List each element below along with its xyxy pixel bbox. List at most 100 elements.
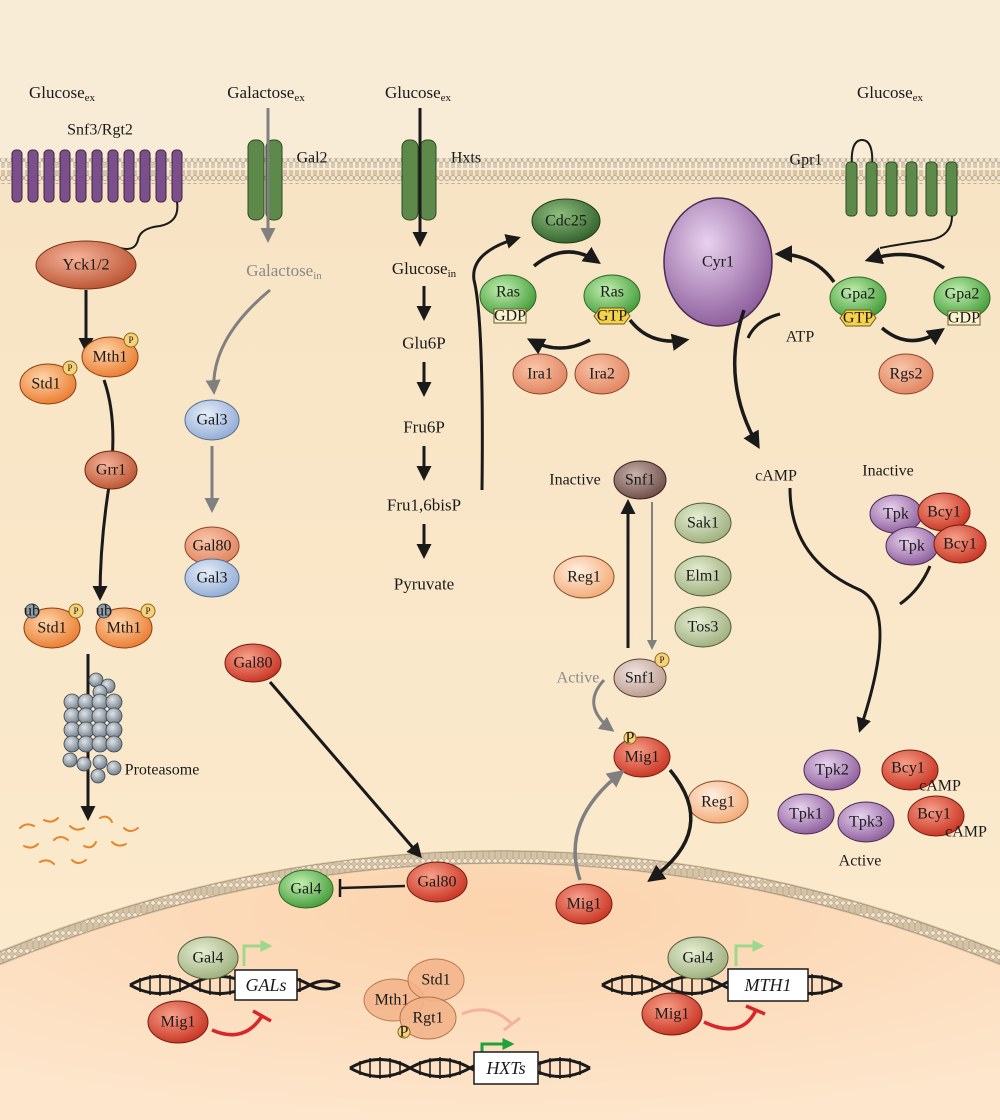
gal2-label: Gal2 [296,150,327,167]
reg1-cytoplasm [553,555,615,599]
extracellular-space [0,0,1000,170]
svg-text:Elm1: Elm1 [686,568,721,585]
svg-text:HXTs: HXTs [485,1058,525,1078]
svg-text:Mth1: Mth1 [107,620,142,637]
hxts-label: Hxts [451,150,481,167]
svg-text:Tpk: Tpk [883,506,909,523]
svg-text:Galactoseex: Galactoseex [227,83,305,105]
label-glucose-ex-gpr1: Glucoseex [857,83,924,105]
svg-text:Gal3: Gal3 [196,412,227,429]
svg-text:Tos3: Tos3 [688,619,719,636]
svg-text:Bcy1: Bcy1 [943,536,977,553]
svg-text:Grr1: Grr1 [96,462,126,479]
svg-text:Reg1: Reg1 [567,569,601,586]
svg-text:P: P [67,363,72,373]
svg-text:P: P [145,606,150,616]
label-galactose-ex: Galactoseex [227,83,305,105]
gal3-bound [184,558,240,598]
proteasome [62,672,123,784]
svg-text:Ira2: Ira2 [589,366,615,383]
svg-text:Std1: Std1 [31,376,60,393]
svg-text:Tpk2: Tpk2 [815,762,849,779]
atp-to-camp-arrow [732,309,760,450]
ras-gtp-to-gdp-arrow [526,338,591,355]
svg-text:MTH1: MTH1 [743,975,791,995]
snf1-inactive-label: Inactive [549,472,601,489]
gal80-nucleus [406,861,468,903]
tpk1 [777,793,835,835]
tpk2 [803,749,861,791]
svg-text:Mig1: Mig1 [567,896,602,913]
gal80-inhibits-gal4 [338,879,406,897]
std1-phospho [19,363,77,405]
svg-text:GDP: GDP [494,308,526,325]
galactose-to-gal3-arrow [205,288,271,395]
svg-text:P: P [73,606,78,616]
rgs2 [878,353,934,395]
svg-text:Rgs2: Rgs2 [890,366,923,383]
snf1-active [613,658,667,698]
bcy1-camp-1: Bcy1 cAMP [881,749,961,795]
snf1-inactive [613,460,667,500]
snf1-phosphorylates-mig1-arrow [592,678,615,732]
mig1-represses-gals [211,1009,272,1037]
svg-text:Mth1: Mth1 [375,992,410,1009]
pka-inactive-label: Inactive [862,463,914,480]
mig1-export-arrow [573,769,625,881]
svg-text:Gal80: Gal80 [233,655,272,672]
rgt1-represses-hxts [461,1008,521,1032]
hxts-transporter [401,139,437,221]
bcy1-camp-2: Bcy1 cAMP [907,795,987,841]
rgt1-complex: Mth1 Std1 Rgt1 P [363,958,465,1041]
glycolysis-step-fru16bisp: Fru1,6bisP [387,496,461,515]
ras-activates-cyr1-arrow [628,318,690,351]
svg-text:Snf1: Snf1 [625,472,655,489]
gal4-nucleus [278,869,334,909]
mig1-mth1 [641,992,703,1036]
svg-text:Cdc25: Cdc25 [545,213,587,230]
svg-text:Gal3: Gal3 [196,570,227,587]
svg-text:ub: ub [96,603,112,620]
gpa2-gtp-to-gdp-arrow [880,326,945,346]
svg-text:Ras: Ras [496,284,520,301]
snf3-rgt2-label: Snf3/Rgt2 [67,122,133,139]
sak1 [674,502,732,544]
galactose-in-label: Galactosein [246,261,322,283]
svg-text:Tpk: Tpk [899,538,925,555]
svg-text:Tpk1: Tpk1 [789,806,823,823]
svg-text:Reg1: Reg1 [701,794,735,811]
elm1 [674,555,732,597]
fru16bisp-to-cdc25-arrow [472,234,521,491]
hxts-gene-box [473,1051,539,1085]
gal80-nuclear-import-arrow [268,681,422,859]
svg-text:Ras: Ras [600,284,624,301]
gal2-transporter [247,139,283,221]
label-glucose-ex-hxt: Glucoseex [385,83,452,105]
pka-active-label: Active [839,853,882,870]
svg-text:P: P [400,1024,409,1041]
gal4-activates-gals-arrow [242,940,273,966]
svg-text:Gal4: Gal4 [192,950,223,967]
mig1-nucleus [555,883,613,925]
tpk3 [837,801,895,843]
svg-text:Gal4: Gal4 [290,881,321,898]
svg-text:Glucoseex: Glucoseex [385,83,452,105]
label-glucose-ex-snf3: Glucoseex [29,83,96,105]
atp-label: ATP [786,329,815,346]
ras-gdp-to-gtp-arrow [532,246,601,268]
svg-text:Mig1: Mig1 [625,749,660,766]
svg-text:GDP: GDP [948,310,980,327]
gpr1-label: Gpr1 [790,152,823,169]
svg-text:Mig1: Mig1 [161,1014,196,1031]
svg-text:Bcy1: Bcy1 [917,806,951,823]
svg-text:P: P [626,730,635,747]
svg-text:Cyr1: Cyr1 [702,254,734,271]
svg-text:cAMP: cAMP [919,778,961,795]
camp-label: cAMP [755,468,797,485]
mth1-gene-box [727,968,809,1002]
plasma-membrane [0,158,1000,184]
glycolysis-step-glu6p: Glu6P [402,334,445,353]
gals-gene-box [234,969,298,1001]
